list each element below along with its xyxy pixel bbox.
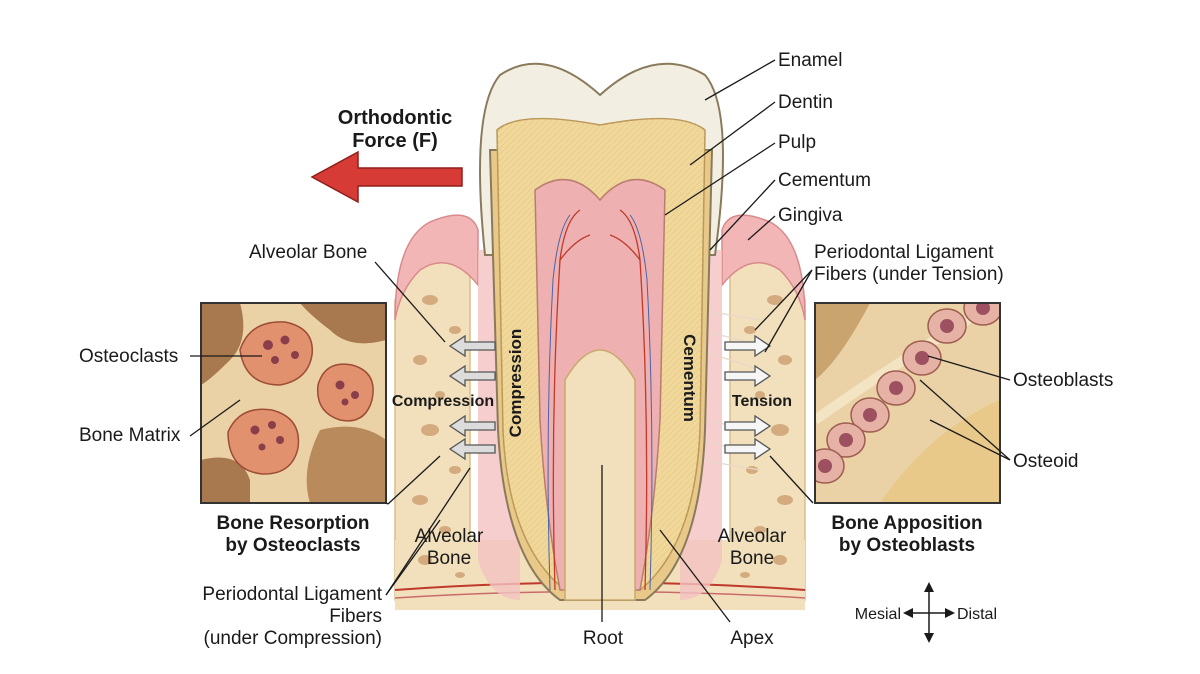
label-alveolar-right-2: Bone: [730, 548, 774, 569]
bone-pore: [412, 495, 428, 505]
label-pdl-tension-1: Periodontal Ligament: [814, 242, 994, 263]
bone-pore: [767, 295, 783, 305]
label-pdl-compression-1: Periodontal Ligament: [202, 584, 382, 605]
orthodontic-force-arrow: [310, 150, 463, 204]
label-dentin: Dentin: [778, 92, 833, 113]
bone-pore: [439, 526, 451, 534]
label-gingiva: Gingiva: [778, 205, 843, 226]
bone-pore: [418, 555, 432, 565]
label-cementum-vertical: Cementum: [680, 334, 699, 422]
inset-left-title-2: by Osteoclasts: [225, 535, 360, 556]
bone-pore: [744, 326, 756, 334]
bone-pore: [449, 326, 461, 334]
label-pdl-compression-3: (under Compression): [204, 628, 382, 649]
inset-bone-resorption: [200, 302, 387, 504]
bone-pore: [449, 466, 461, 474]
inter-radicular-bone: [564, 349, 636, 601]
bone-pore: [435, 391, 445, 399]
label-bone-matrix: Bone Matrix: [79, 425, 181, 446]
orientation-compass: [903, 582, 955, 643]
label-alveolar-right-1: Alveolar: [718, 526, 787, 547]
bone-pore: [740, 572, 750, 578]
bone-pore: [755, 391, 765, 399]
label-root: Root: [583, 628, 624, 649]
compression-arrows: [448, 334, 496, 461]
label-osteoid: Osteoid: [1013, 451, 1078, 472]
label-osteoblasts: Osteoblasts: [1013, 370, 1113, 391]
label-compression-vertical: Compression: [506, 329, 525, 438]
label-alveolar-bone-top: Alveolar Bone: [249, 242, 367, 263]
bone-pore: [455, 572, 465, 578]
bone-pore: [771, 424, 789, 436]
label-compression-side: Compression: [392, 393, 494, 410]
gingiva-left: [394, 214, 479, 321]
bone-pore: [422, 295, 438, 305]
label-tension: Tension: [732, 393, 792, 410]
bone-pore: [773, 555, 787, 565]
inset-right-title-1: Bone Apposition: [831, 513, 982, 534]
label-pdl-tension-2: Fibers (under Tension): [814, 264, 1004, 285]
label-pdl-compression-2: Fibers: [329, 606, 382, 627]
leader-lines: [189, 59, 1011, 623]
gingiva-right: [721, 214, 806, 321]
bone-pore: [421, 424, 439, 436]
tooth: [479, 62, 724, 601]
label-cementum: Cementum: [778, 170, 871, 191]
tension-arrows: [724, 334, 772, 461]
label-distal: Distal: [957, 606, 997, 623]
force-label-line1: Orthodontic: [338, 107, 452, 129]
bone-pore: [777, 495, 793, 505]
bone-pore: [778, 355, 792, 365]
label-pulp: Pulp: [778, 132, 816, 153]
label-apex: Apex: [730, 628, 774, 649]
label-enamel: Enamel: [778, 50, 842, 71]
label-alveolar-left-2: Bone: [427, 548, 471, 569]
bone-pore: [746, 466, 758, 474]
bone-pore: [754, 526, 766, 534]
inset-left-title-1: Bone Resorption: [216, 513, 369, 534]
label-osteoclasts: Osteoclasts: [79, 346, 178, 367]
bone-pore: [413, 355, 427, 365]
label-mesial: Mesial: [855, 606, 901, 623]
label-alveolar-left-1: Alveolar: [415, 526, 484, 547]
inset-right-title-2: by Osteoblasts: [839, 535, 975, 556]
inset-bone-apposition: [814, 302, 1001, 504]
force-label-line2: Force (F): [352, 130, 438, 152]
